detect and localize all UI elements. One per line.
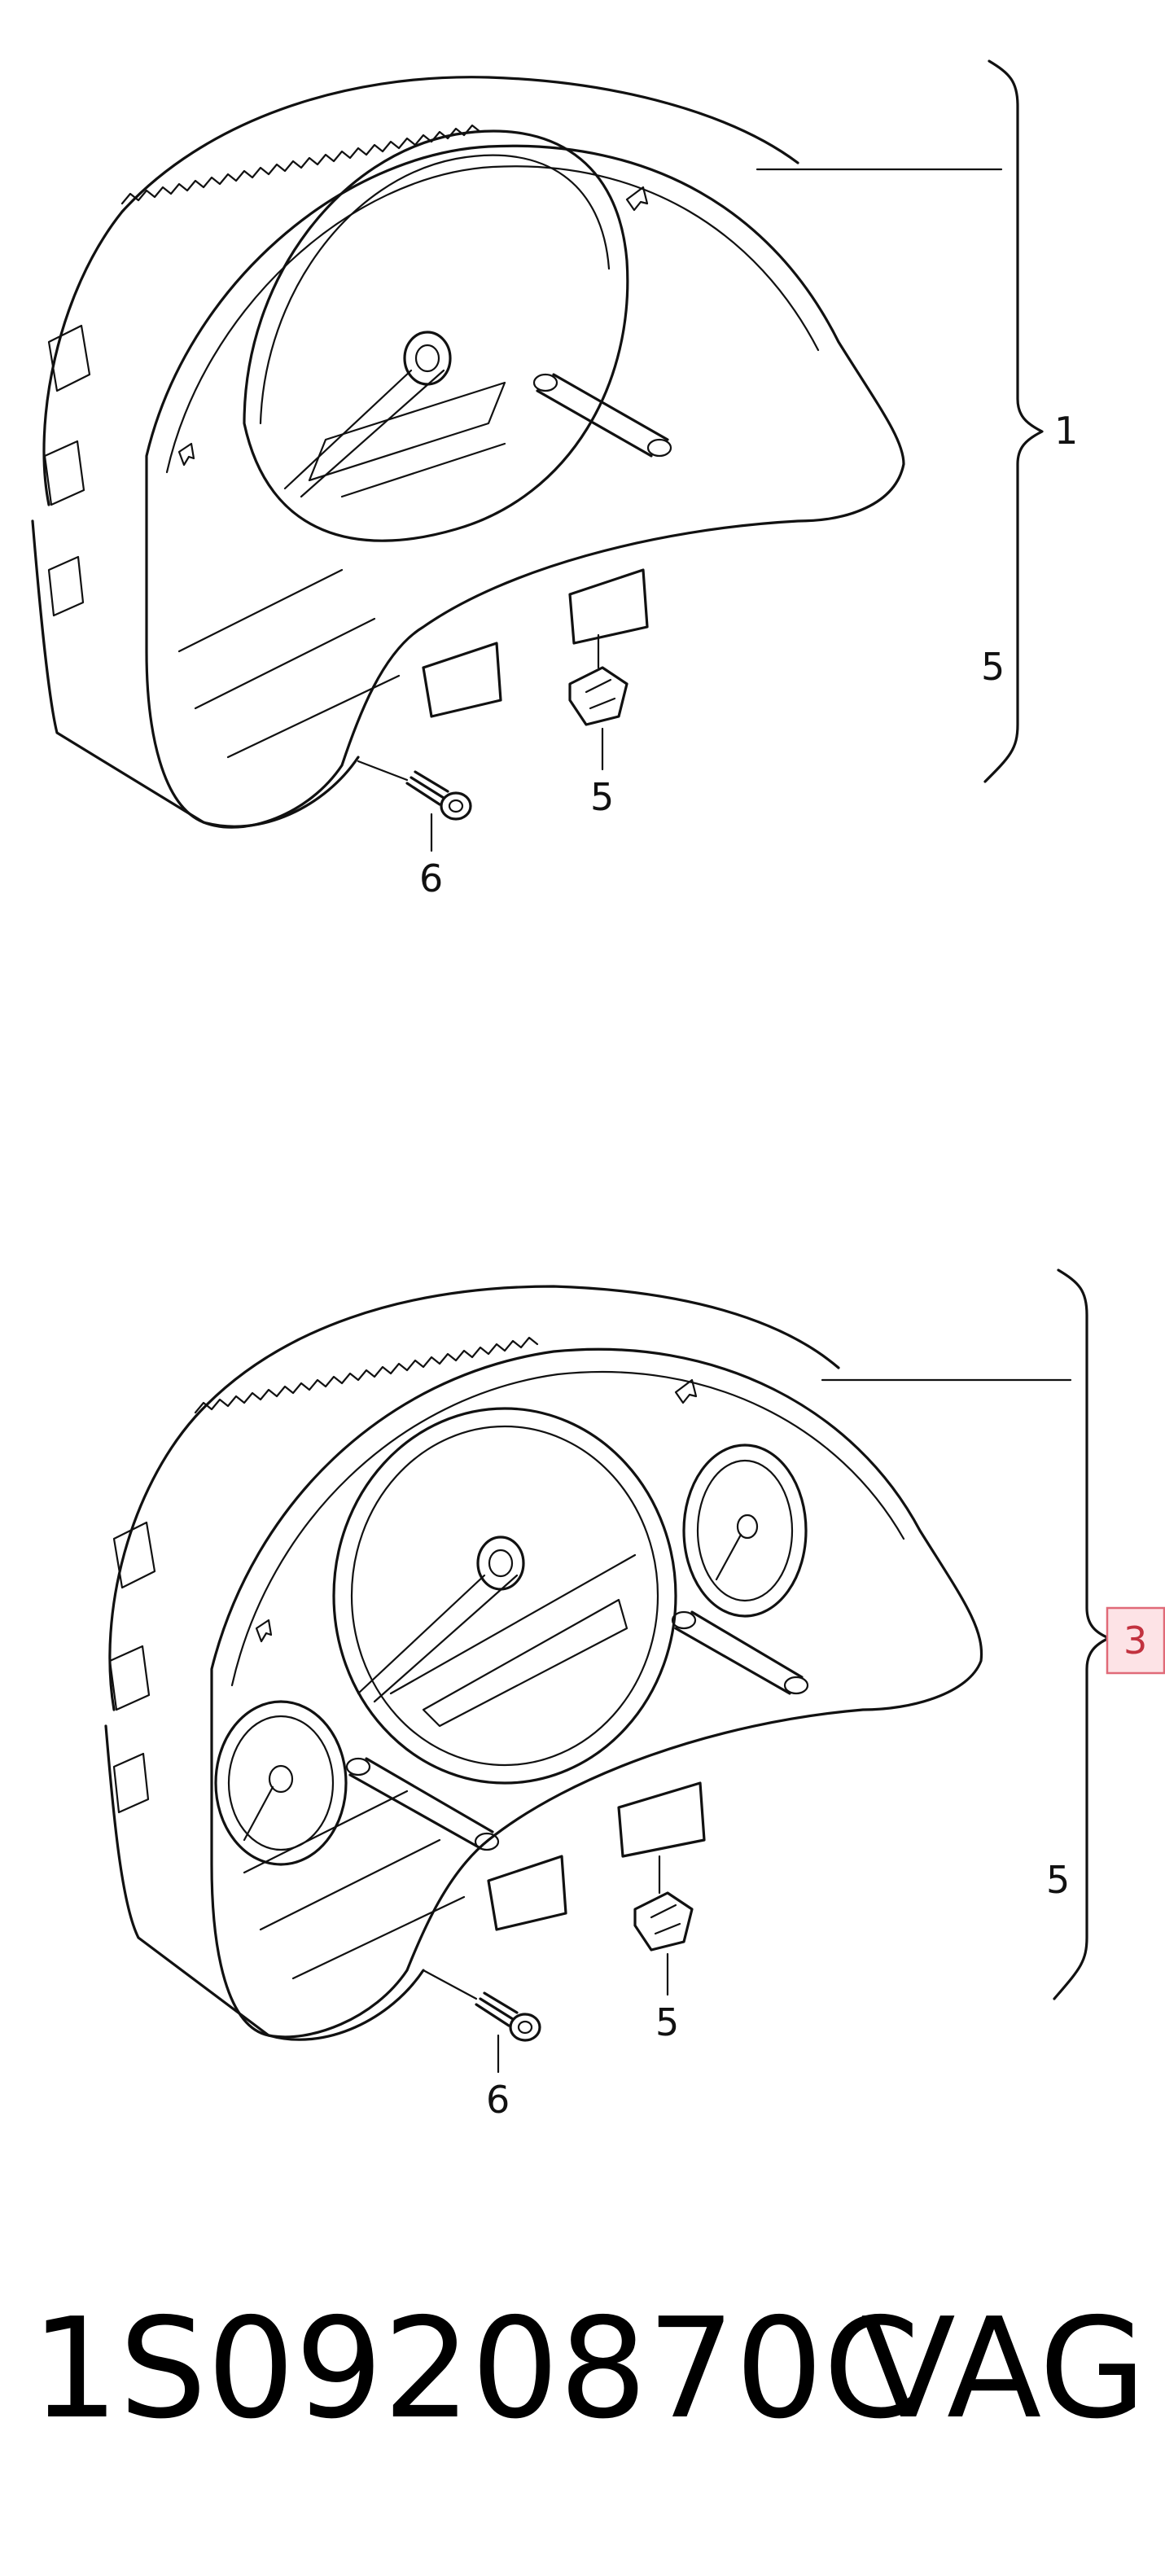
callout-6-top: 6: [419, 856, 443, 900]
clip-bottom: [633, 1855, 694, 1996]
callout-6-bottom: 6: [486, 2078, 510, 2122]
callout-5-clip-top: 5: [590, 775, 614, 819]
clip-top: [568, 633, 628, 771]
callout-3: 3: [1123, 1619, 1147, 1663]
screw-top: [357, 760, 472, 852]
callout-5-clip-bottom: 5: [655, 2000, 679, 2044]
part-number: 1S0920870C: [31, 2289, 920, 2450]
bracket-top: [755, 59, 1044, 783]
callout-1: 1: [1054, 409, 1078, 453]
callout-5-bracket-top: 5: [981, 645, 1005, 689]
brand-name: VAG: [861, 2289, 1146, 2450]
instrument-cluster-bottom: [104, 1285, 983, 2041]
callout-5-bracket-bottom: 5: [1046, 1858, 1070, 1902]
footer: 1S0920870C VAG: [31, 2288, 1146, 2451]
callout-3-highlight[interactable]: 3: [1106, 1606, 1165, 1675]
screw-bottom: [422, 1969, 541, 2074]
instrument-cluster-top: [31, 76, 905, 829]
